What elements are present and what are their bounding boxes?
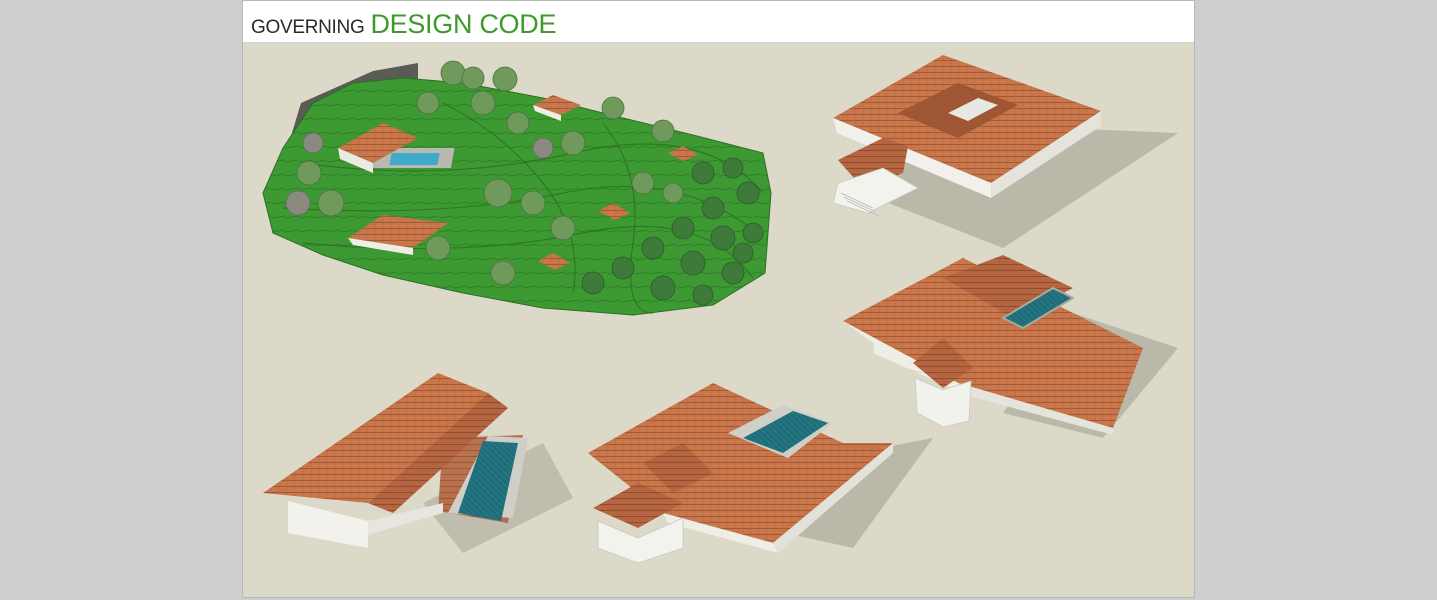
pool-house-rendering-right xyxy=(843,255,1178,438)
pool-house-rendering-center xyxy=(588,383,933,564)
architecture-renderings xyxy=(262,55,1178,564)
site-plan-rendering xyxy=(262,60,772,316)
pool-house-rendering-left xyxy=(263,373,573,553)
title-small: GOVERNING xyxy=(251,17,365,38)
title-large: DESIGN CODE xyxy=(370,9,557,39)
courtyard-house-rendering xyxy=(832,55,1178,248)
